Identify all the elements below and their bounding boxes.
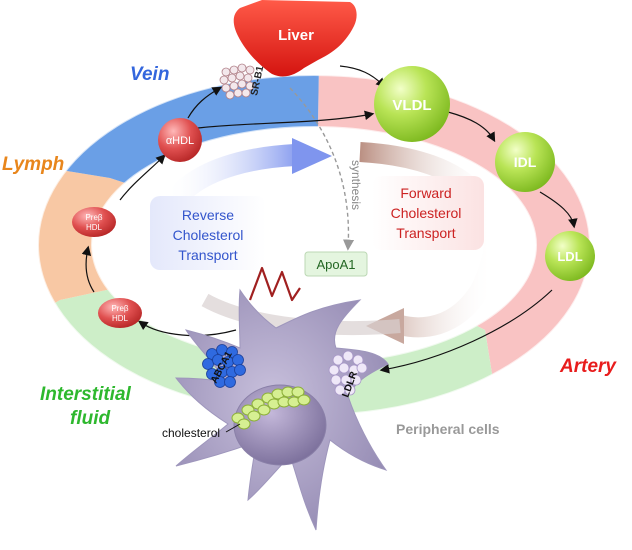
alpha-hdl-label: αHDL (166, 135, 194, 147)
apoa1-box (304, 251, 368, 277)
forward-transport-label-1: Forward (400, 185, 451, 201)
reverse-transport-label-1: Reverse (182, 207, 234, 223)
synthesis-label: synthesis (349, 160, 363, 210)
interstitial-label-line1: Interstitial (40, 384, 132, 405)
interstitial-label-line2: fluid (70, 408, 110, 429)
artery-label: Artery (559, 356, 617, 377)
reverse-transport-box (150, 196, 266, 270)
forward-transport-label-2: Cholesterol (391, 205, 462, 221)
liver-shape (233, 0, 357, 77)
apoa1-squiggle (248, 266, 301, 302)
vein-label: Vein (130, 64, 169, 85)
cholesterol-label: cholesterol (162, 426, 220, 440)
prebeta-hdl-lymph-label-2: HDL (86, 223, 103, 232)
vldl-particle: VLDL (374, 66, 450, 142)
reverse-transport-arrowhead (292, 138, 332, 174)
apoa1-label: ApoA1 (316, 257, 355, 272)
srb1-receptor: SR-B1 (219, 63, 266, 100)
prebeta-hdl-interstitial-label-2: HDL (112, 314, 129, 323)
alpha-hdl-particle: αHDL (158, 118, 202, 162)
forward-transport-box (372, 176, 484, 250)
prebeta-hdl-interstitial-label-1: Preβ (111, 304, 128, 313)
lymph-label: Lymph (2, 154, 64, 175)
ldl-label: LDL (557, 249, 582, 264)
flow-arrows (81, 65, 578, 401)
ldl-particle: LDL (545, 231, 595, 281)
idl-label: IDL (514, 154, 537, 170)
vldl-label: VLDL (392, 97, 431, 114)
liver-label: Liver (278, 27, 314, 44)
synthesis-arrow (289, 87, 355, 251)
idl-particle: IDL (495, 132, 555, 192)
forward-transport-label-3: Transport (396, 225, 456, 241)
reverse-transport-label-3: Transport (178, 247, 238, 263)
reverse-transport-label-2: Cholesterol (173, 227, 244, 243)
peripheral-cells-label: Peripheral cells (396, 421, 500, 437)
prebeta-hdl-particle-lymph: Preβ HDL (72, 207, 116, 237)
cholesterol-pointer (225, 423, 241, 433)
forward-transport-arrow (359, 142, 504, 338)
prebeta-hdl-lymph-label-1: Preβ (85, 213, 102, 222)
cholesterol-droplets (231, 386, 311, 430)
prebeta-hdl-particle-interstitial: Preβ HDL (98, 298, 142, 328)
